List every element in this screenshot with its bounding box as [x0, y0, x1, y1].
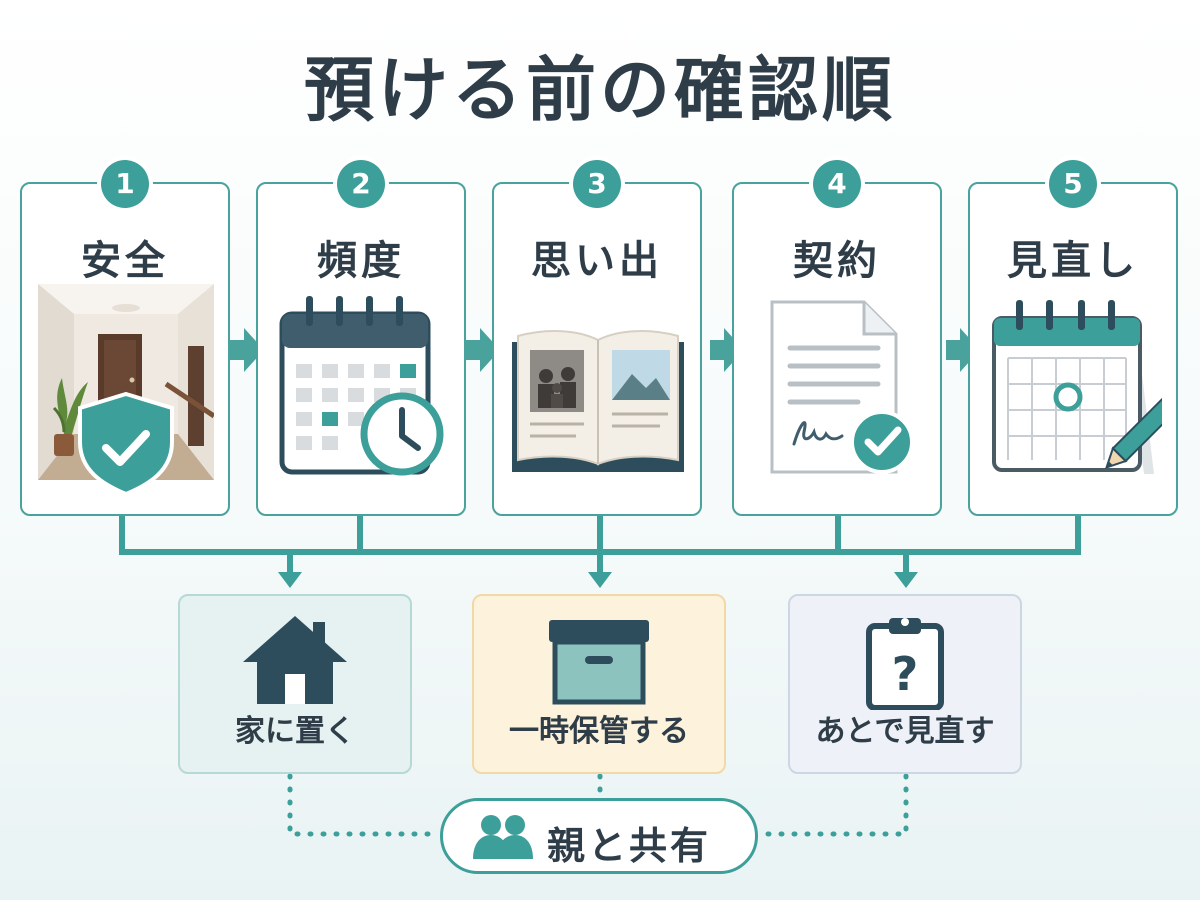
- svg-text:?: ?: [892, 647, 919, 701]
- signed-contract-icon: [750, 284, 926, 494]
- step-card-frequency: 2 頻度: [256, 160, 466, 516]
- arrow-down-icon: [588, 572, 612, 588]
- outcome-label: 一時保管する: [509, 714, 689, 749]
- merge-lines: [119, 513, 1081, 577]
- photo-album-icon: [510, 284, 686, 494]
- page-title: 預ける前の確認順: [304, 49, 896, 131]
- outcome-label: 家に置く: [235, 714, 355, 749]
- step-label: 安全: [81, 238, 169, 284]
- step-label: 思い出: [531, 238, 663, 284]
- step-number-badge: 4: [813, 160, 861, 208]
- arrow-down-icon: [894, 572, 918, 588]
- outcome-keep-at-home: 家に置く: [178, 594, 412, 774]
- share-with-parents-pill: 親と共有: [440, 798, 758, 874]
- calendar-pencil-icon: [986, 284, 1162, 494]
- step-number-badge: 1: [101, 160, 149, 208]
- arrow-right-icon: [230, 328, 264, 372]
- step-card-memories: 3 思い出: [492, 160, 702, 516]
- share-label: 親と共有: [547, 824, 712, 868]
- step-label: 見直し: [1007, 238, 1139, 284]
- arrow-right-icon: [710, 328, 744, 372]
- arrow-right-icon: [946, 328, 980, 372]
- step-label: 頻度: [317, 238, 405, 284]
- outcome-label: あとで見直す: [815, 714, 995, 749]
- step-arrows: [230, 328, 980, 372]
- outcome-temporary-storage: 一時保管する: [472, 594, 726, 774]
- people-icon: [471, 813, 535, 865]
- step-card-review: 5 見直し: [968, 160, 1178, 516]
- arrow-down-icon: [278, 572, 302, 588]
- step-label: 契約: [793, 238, 881, 284]
- storage-box-icon: [545, 614, 653, 710]
- step-card-safety: 1 安全: [20, 160, 230, 516]
- house-icon: [239, 614, 351, 710]
- step-number-badge: 5: [1049, 160, 1097, 208]
- outcome-review-later: ? あとで見直す: [788, 594, 1022, 774]
- step-card-contract: 4 契約: [732, 160, 942, 516]
- hallway-shield-icon: [38, 284, 214, 494]
- step-number-badge: 2: [337, 160, 385, 208]
- share-dotted-lines: [287, 773, 909, 837]
- down-arrows: [278, 572, 918, 588]
- clipboard-question-icon: ?: [863, 614, 947, 714]
- step-number-badge: 3: [573, 160, 621, 208]
- calendar-clock-icon: [274, 284, 450, 494]
- arrow-right-icon: [466, 328, 500, 372]
